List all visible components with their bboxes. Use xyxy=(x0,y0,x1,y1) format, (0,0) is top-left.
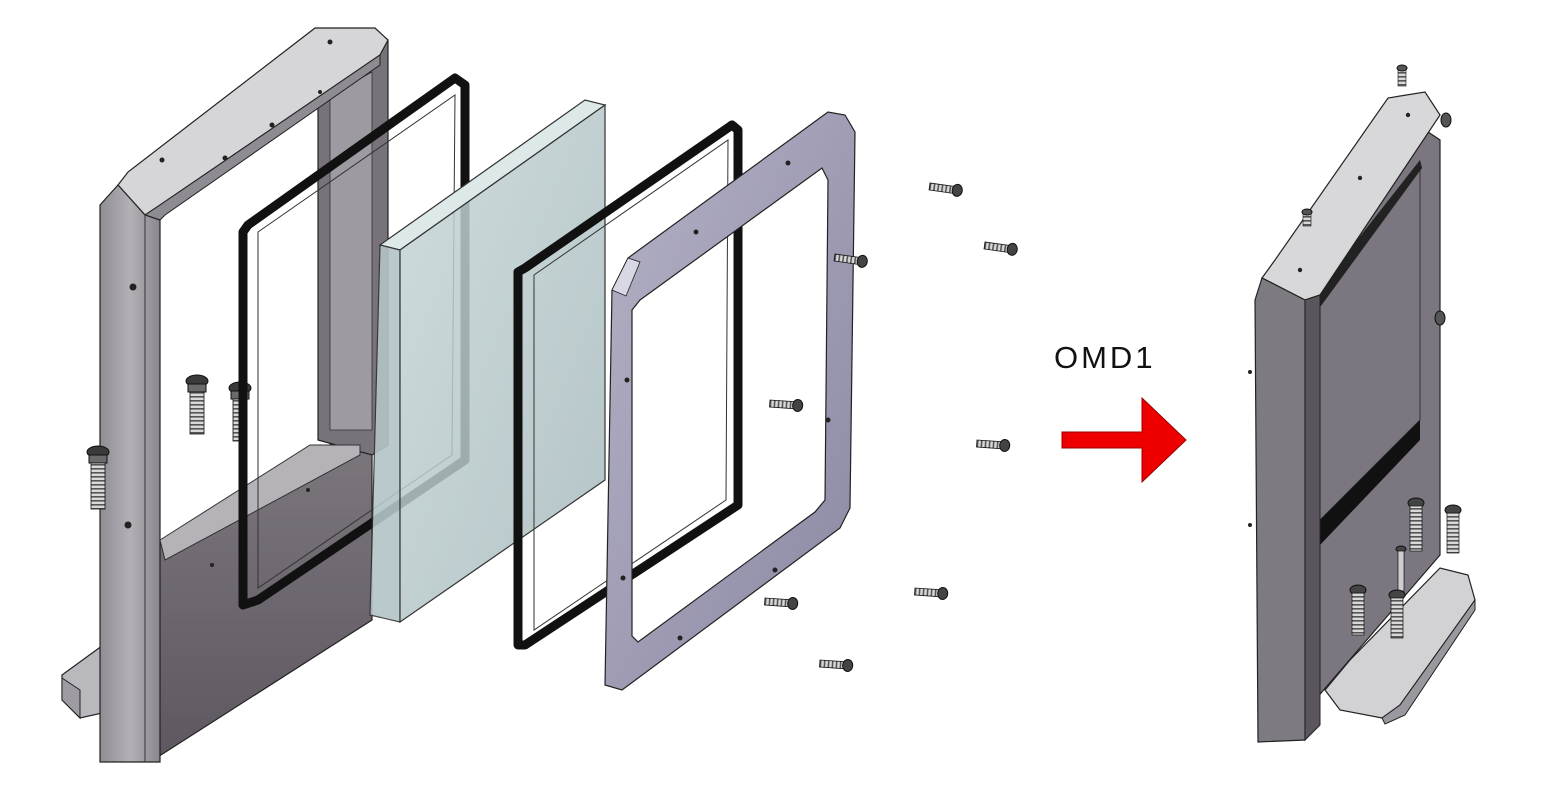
step-label: OMD1 xyxy=(1054,340,1156,375)
screw-icon xyxy=(769,398,804,412)
screw-icon xyxy=(819,658,854,672)
assembled-unit xyxy=(1248,64,1476,743)
assembly-arrow-icon xyxy=(1061,396,1187,484)
screw-icon xyxy=(1407,497,1425,552)
screw-icon xyxy=(764,596,799,610)
clamp-ring xyxy=(604,111,856,691)
screw-icon xyxy=(1440,112,1452,128)
frame-holes xyxy=(124,39,333,567)
screw-icon xyxy=(1388,589,1406,639)
screw-icon xyxy=(928,182,963,197)
screw-icon xyxy=(833,253,868,268)
screw-icon xyxy=(1396,64,1408,87)
screw-icon xyxy=(976,438,1011,452)
screw-icon xyxy=(1301,208,1313,227)
screw-icon xyxy=(86,445,110,510)
loose-screws xyxy=(764,182,1018,672)
screw-icon xyxy=(1349,584,1367,636)
main-frame xyxy=(61,27,389,763)
glass-pane xyxy=(369,99,607,624)
screw-icon xyxy=(983,241,1018,256)
screw-icon xyxy=(1434,310,1446,326)
screw-icon xyxy=(185,374,209,435)
frame-left-post xyxy=(99,184,161,763)
screw-icon xyxy=(1444,504,1462,554)
screw-icon xyxy=(914,586,949,600)
